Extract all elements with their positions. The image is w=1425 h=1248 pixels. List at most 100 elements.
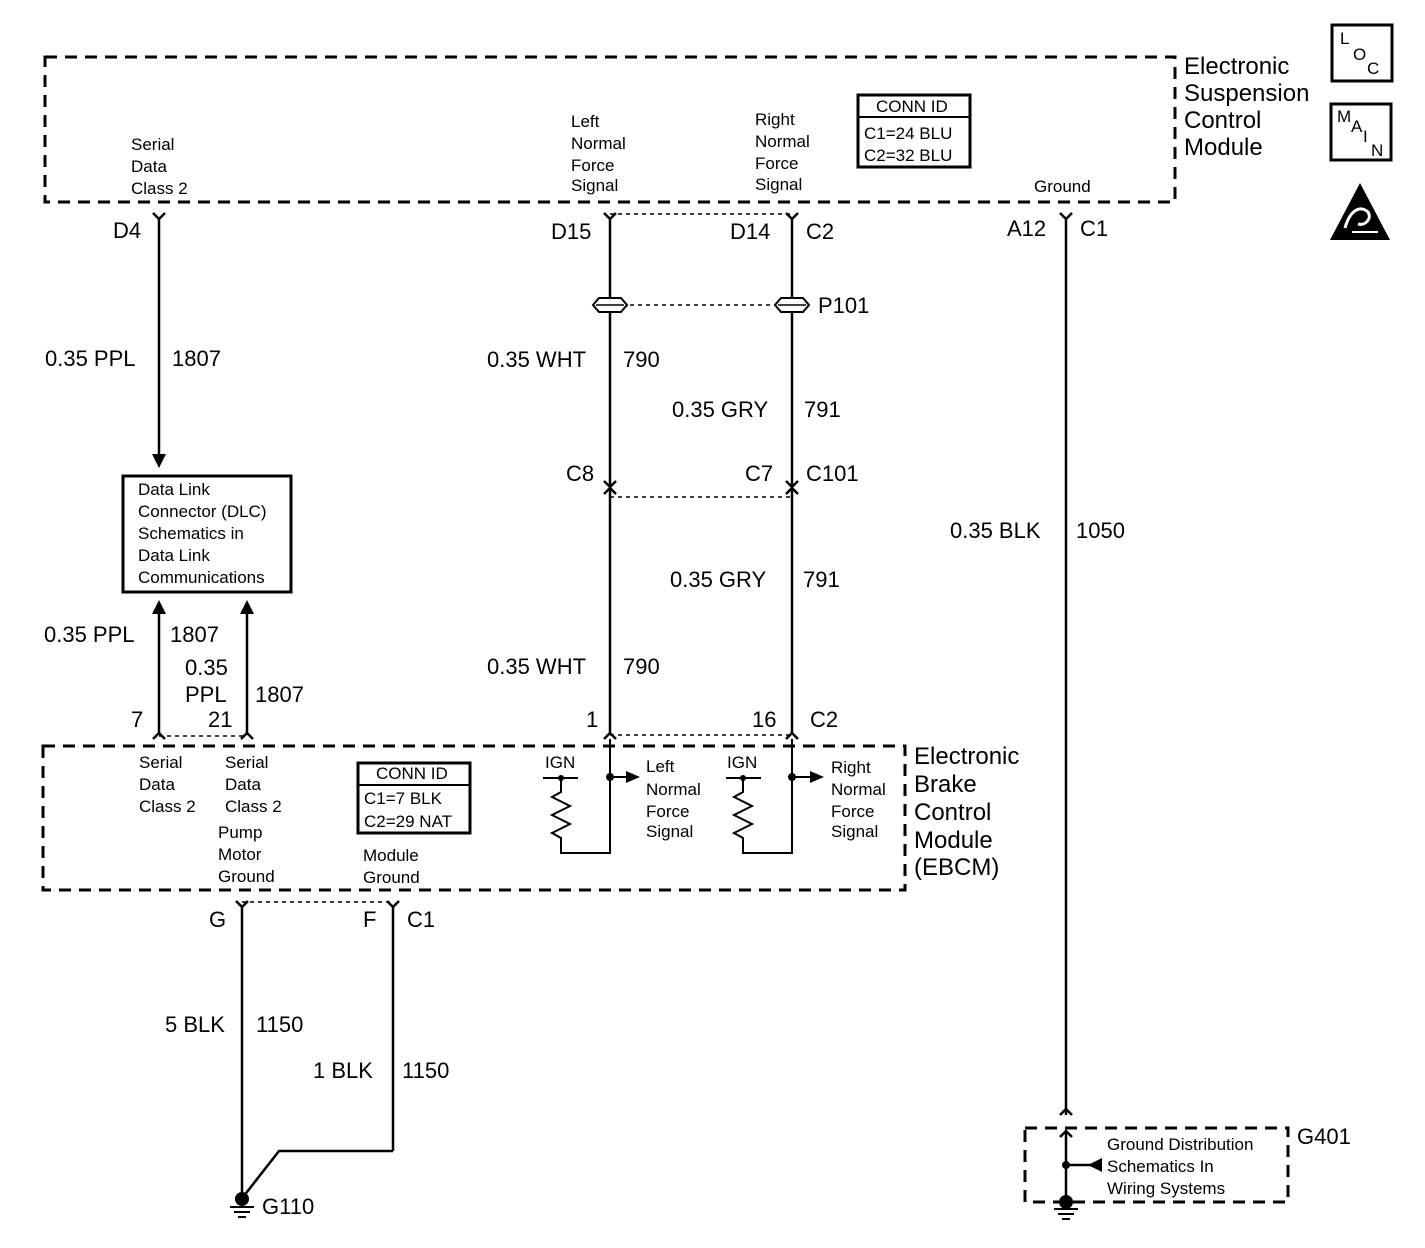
ebcm-title-line-4: Module <box>914 827 993 854</box>
dlc-line-4: Data Link <box>138 546 210 565</box>
pin-f: F <box>363 907 376 932</box>
wire-790-lower-size: 0.35 WHT <box>487 654 586 679</box>
ebcm-title-line-1: Electronic <box>914 743 1019 770</box>
ebcm-ign-right: IGN <box>727 753 757 772</box>
ebcm-pump-line-2: Motor <box>218 845 262 864</box>
ebcm-serial1-line-2: Data <box>139 775 175 794</box>
escm-right-signal-line-2: Normal <box>755 132 810 151</box>
pin-c101: C101 <box>806 461 859 486</box>
g401-line-3: Wiring Systems <box>1107 1179 1225 1198</box>
escm-title-line-4: Module <box>1184 134 1263 161</box>
wire-790-upper-size: 0.35 WHT <box>487 347 586 372</box>
escm-conn-id-c2: C2=32 BLU <box>864 146 952 165</box>
ebcm-conn-id-box: CONN ID C1=7 BLK C2=29 NAT <box>356 761 472 835</box>
dlc-line-3: Schematics in <box>138 524 244 543</box>
escm-serial-line-3: Class 2 <box>131 179 188 198</box>
wire-1807-left-circuit: 1807 <box>170 622 219 647</box>
pin-a12: A12 <box>1007 216 1046 241</box>
pin-c1-top: C1 <box>1080 216 1108 241</box>
wire-1807-right-size-1: 0.35 <box>185 655 228 680</box>
p101-splice-left <box>591 297 629 313</box>
ebcm-module-ground-line-1: Module <box>363 846 419 865</box>
escm-module: Electronic Suspension Control Module Ser… <box>43 53 1309 204</box>
ebcm-right-signal-line-3: Force <box>831 802 874 821</box>
ebcm-left-signal-line-4: Signal <box>646 822 693 841</box>
g110-ground: G110 <box>230 1192 314 1219</box>
wire-1807-right-circuit: 1807 <box>255 682 304 707</box>
ebcm-serial2-line-1: Serial <box>225 753 268 772</box>
dlc-line-2: Connector (DLC) <box>138 502 267 521</box>
svg-text:O: O <box>1353 45 1366 64</box>
svg-text:I: I <box>1363 127 1368 146</box>
g401-line-2: Schematics In <box>1107 1157 1214 1176</box>
ebcm-serial1-line-1: Serial <box>139 753 182 772</box>
ebcm-title-line-2: Brake <box>914 771 977 798</box>
wire-791-upper-size: 0.35 GRY <box>672 397 769 422</box>
pin-c8: C8 <box>566 461 594 486</box>
svg-text:C: C <box>1367 59 1379 78</box>
pin-21: 21 <box>208 707 232 732</box>
ebcm-right-signal-line-1: Right <box>831 758 871 777</box>
g110-label: G110 <box>262 1194 314 1219</box>
wire-1807-right-size-2: PPL <box>185 682 227 707</box>
escm-conn-id-title: CONN ID <box>876 97 948 116</box>
wire-1807-top-size: 0.35 PPL <box>45 346 136 371</box>
escm-right-signal-line-4: Signal <box>755 175 802 194</box>
esd-warning-icon <box>1330 183 1390 240</box>
svg-text:L: L <box>1340 29 1349 48</box>
escm-left-signal-line-2: Normal <box>571 134 626 153</box>
ebcm-conn-id-title: CONN ID <box>376 764 448 783</box>
ebcm-conn-id-c2: C2=29 NAT <box>364 812 452 831</box>
ebcm-ign-left: IGN <box>545 753 575 772</box>
loc-icon: L O C <box>1330 23 1394 83</box>
ebcm-module-ground-line-2: Ground <box>363 868 420 887</box>
escm-conn-id-c1: C1=24 BLU <box>864 124 952 143</box>
ebcm-right-ign-circuit: IGN Right Normal Force Signal <box>726 739 886 854</box>
wire-1050: A12 C1 0.35 BLK 1050 <box>950 212 1125 1138</box>
pin-c2-mid: C2 <box>810 707 838 732</box>
pin-g: G <box>209 907 226 932</box>
ebcm-left-signal-line-3: Force <box>646 802 689 821</box>
ebcm-right-signal-line-2: Normal <box>831 780 886 799</box>
wire-1150-1blk: F C1 1 BLK 1150 <box>242 900 449 1198</box>
p101-splice-right <box>773 297 811 313</box>
ebcm-title-line-5: (EBCM) <box>914 854 999 881</box>
ebcm-serial2-line-3: Class 2 <box>225 797 282 816</box>
escm-left-signal-line-4: Signal <box>571 176 618 195</box>
pin-p101: P101 <box>818 293 869 318</box>
g401-label: G401 <box>1297 1124 1351 1149</box>
wire-1807-right: 0.35 PPL 1807 21 <box>185 600 304 740</box>
pin-d4: D4 <box>113 218 141 243</box>
ebcm-pump-line-3: Ground <box>218 867 275 886</box>
g401-box: Ground Distribution Schematics In Wiring… <box>1023 1124 1351 1220</box>
g401-line-1: Ground Distribution <box>1107 1135 1253 1154</box>
escm-right-signal-line-1: Right <box>755 110 795 129</box>
wire-1807-left: 0.35 PPL 1807 7 <box>44 600 219 740</box>
wire-791-lower-size: 0.35 GRY <box>670 567 767 592</box>
wire-1807-top: D4 0.35 PPL 1807 <box>45 212 221 468</box>
wire-1150-5blk-size: 5 BLK <box>165 1012 225 1037</box>
escm-serial-line-1: Serial <box>131 135 174 154</box>
pin-d15: D15 <box>551 219 591 244</box>
dlc-line-1: Data Link <box>138 480 210 499</box>
wire-1807-top-circuit: 1807 <box>172 346 221 371</box>
wire-790-upper-circuit: 790 <box>623 347 660 372</box>
pin-d14: D14 <box>730 219 770 244</box>
escm-right-signal-line-3: Force <box>755 154 798 173</box>
ebcm-left-signal-line-1: Left <box>646 757 675 776</box>
wire-1150-1blk-size: 1 BLK <box>313 1058 373 1083</box>
pin-1: 1 <box>586 707 598 732</box>
svg-text:A: A <box>1351 117 1363 136</box>
wire-1050-circuit: 1050 <box>1076 518 1125 543</box>
ebcm-title-line-3: Control <box>914 799 991 826</box>
wire-791: D14 C2 0.35 GRY 791 C7 C101 0.35 GRY 791… <box>670 212 859 740</box>
wire-1807-left-size: 0.35 PPL <box>44 622 135 647</box>
ebcm-left-signal-line-2: Normal <box>646 780 701 799</box>
ebcm-serial1-line-3: Class 2 <box>139 797 196 816</box>
dlc-line-5: Communications <box>138 568 265 587</box>
wire-1150-5blk: G 5 BLK 1150 <box>165 900 303 1197</box>
wire-791-lower-circuit: 791 <box>803 567 840 592</box>
pin-c2-top: C2 <box>806 219 834 244</box>
ebcm-left-ign-circuit: IGN Left Normal Force Signal <box>543 739 701 854</box>
